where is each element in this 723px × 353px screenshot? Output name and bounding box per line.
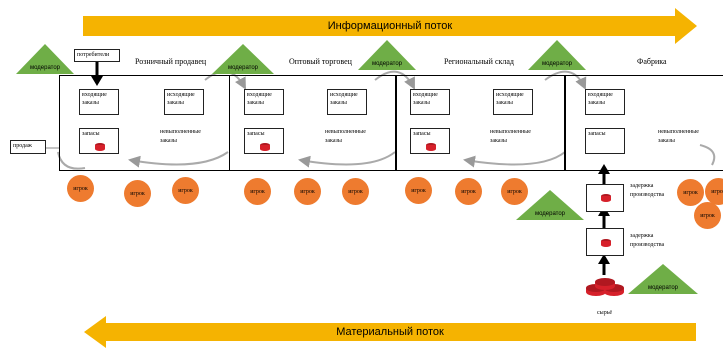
moderator-1: модератор	[16, 44, 74, 74]
information-flow-arrow: Информационный поток	[83, 8, 697, 44]
moderator-3: модератор	[358, 40, 416, 70]
moderator-label: модератор	[534, 211, 566, 217]
retail-stock-label: запасы	[82, 131, 100, 137]
wholesale-title: Оптовый торговец	[289, 57, 352, 66]
production-delay-box-1	[586, 184, 624, 212]
factory-unfilled-orders: невыполненные заказы	[658, 129, 699, 144]
moderator-5: модератор	[516, 190, 584, 220]
triangle-icon	[628, 264, 698, 294]
player-9: игрок	[501, 178, 528, 205]
production-delay-label-1: задержка производства	[630, 183, 665, 198]
production-delay-label-2: задержка производства	[630, 233, 665, 248]
wholesale-outgoing-orders: исходящие заказы	[327, 89, 367, 115]
stock-disk-icon	[601, 239, 611, 247]
factory-frame	[565, 75, 723, 171]
regional-frame	[396, 75, 565, 171]
raw-materials-label: сырьё	[597, 310, 613, 316]
material-flow-arrow: Материальный поток	[84, 316, 696, 348]
information-flow-label: Информационный поток	[327, 20, 453, 32]
wholesale-stock-label: запасы	[247, 131, 265, 137]
triangle-icon	[212, 44, 274, 74]
player-7: игрок	[405, 177, 432, 204]
production-delay-box-2	[586, 228, 624, 256]
consumers-box: потребители	[74, 49, 120, 62]
player-4: игрок	[244, 178, 271, 205]
moderator-label: модератор	[29, 65, 61, 71]
factory-stock-label: запасы	[588, 131, 606, 137]
stock-disk-icon	[95, 143, 105, 151]
triangle-icon	[16, 44, 74, 74]
factory-title: Фабрика	[637, 57, 667, 66]
moderator-label: модератор	[371, 61, 403, 67]
regional-stock: запасы	[410, 128, 450, 154]
moderator-6: модератор	[628, 264, 698, 294]
player-5: игрок	[294, 178, 321, 205]
retail-unfilled-orders: невыполненные заказы	[160, 129, 201, 144]
triangle-icon	[358, 40, 416, 70]
sales-box: продаж	[10, 140, 46, 154]
factory-incoming-orders: входящие заказы	[585, 89, 625, 115]
regional-outgoing-orders: исходящие заказы	[493, 89, 533, 115]
triangle-icon	[528, 40, 586, 70]
moderator-4: модератор	[528, 40, 586, 70]
regional-title: Региональный склад	[444, 57, 514, 66]
wholesale-unfilled-orders: невыполненные заказы	[325, 129, 366, 144]
player-8: игрок	[455, 178, 482, 205]
stock-disk-icon	[426, 143, 436, 151]
wholesale-frame	[229, 75, 396, 171]
player-12: игрок	[694, 202, 721, 229]
stock-disk-icon	[601, 194, 611, 202]
factory-stock: запасы	[585, 128, 625, 154]
retail-outgoing-orders: исходящие заказы	[164, 89, 204, 115]
player-3: игрок	[172, 177, 199, 204]
player-11: игрок	[705, 178, 723, 205]
left-arrow-icon	[84, 316, 696, 348]
retail-stock: запасы	[79, 128, 119, 154]
raw-materials-icon	[586, 278, 624, 296]
moderator-2: модератор	[212, 44, 274, 74]
moderator-label: модератор	[541, 61, 573, 67]
triangle-icon	[516, 190, 584, 220]
regional-incoming-orders: входящие заказы	[410, 89, 450, 115]
retail-title: Розничный продавец	[135, 57, 207, 66]
player-6: игрок	[342, 178, 369, 205]
regional-stock-label: запасы	[413, 131, 431, 137]
stock-disk-icon	[260, 143, 270, 151]
player-10: игрок	[677, 179, 704, 206]
material-flow-label: Материальный поток	[336, 326, 444, 338]
wholesale-stock: запасы	[244, 128, 284, 154]
right-arrow-icon	[83, 8, 697, 44]
moderator-label: модератор	[647, 285, 679, 291]
wholesale-incoming-orders: входящие заказы	[244, 89, 284, 115]
player-2: игрок	[124, 180, 151, 207]
regional-unfilled-orders: невыполненные заказы	[490, 129, 531, 144]
retail-incoming-orders: входящие заказы	[79, 89, 119, 115]
moderator-label: модератор	[227, 65, 259, 71]
player-1: игрок	[67, 175, 94, 202]
